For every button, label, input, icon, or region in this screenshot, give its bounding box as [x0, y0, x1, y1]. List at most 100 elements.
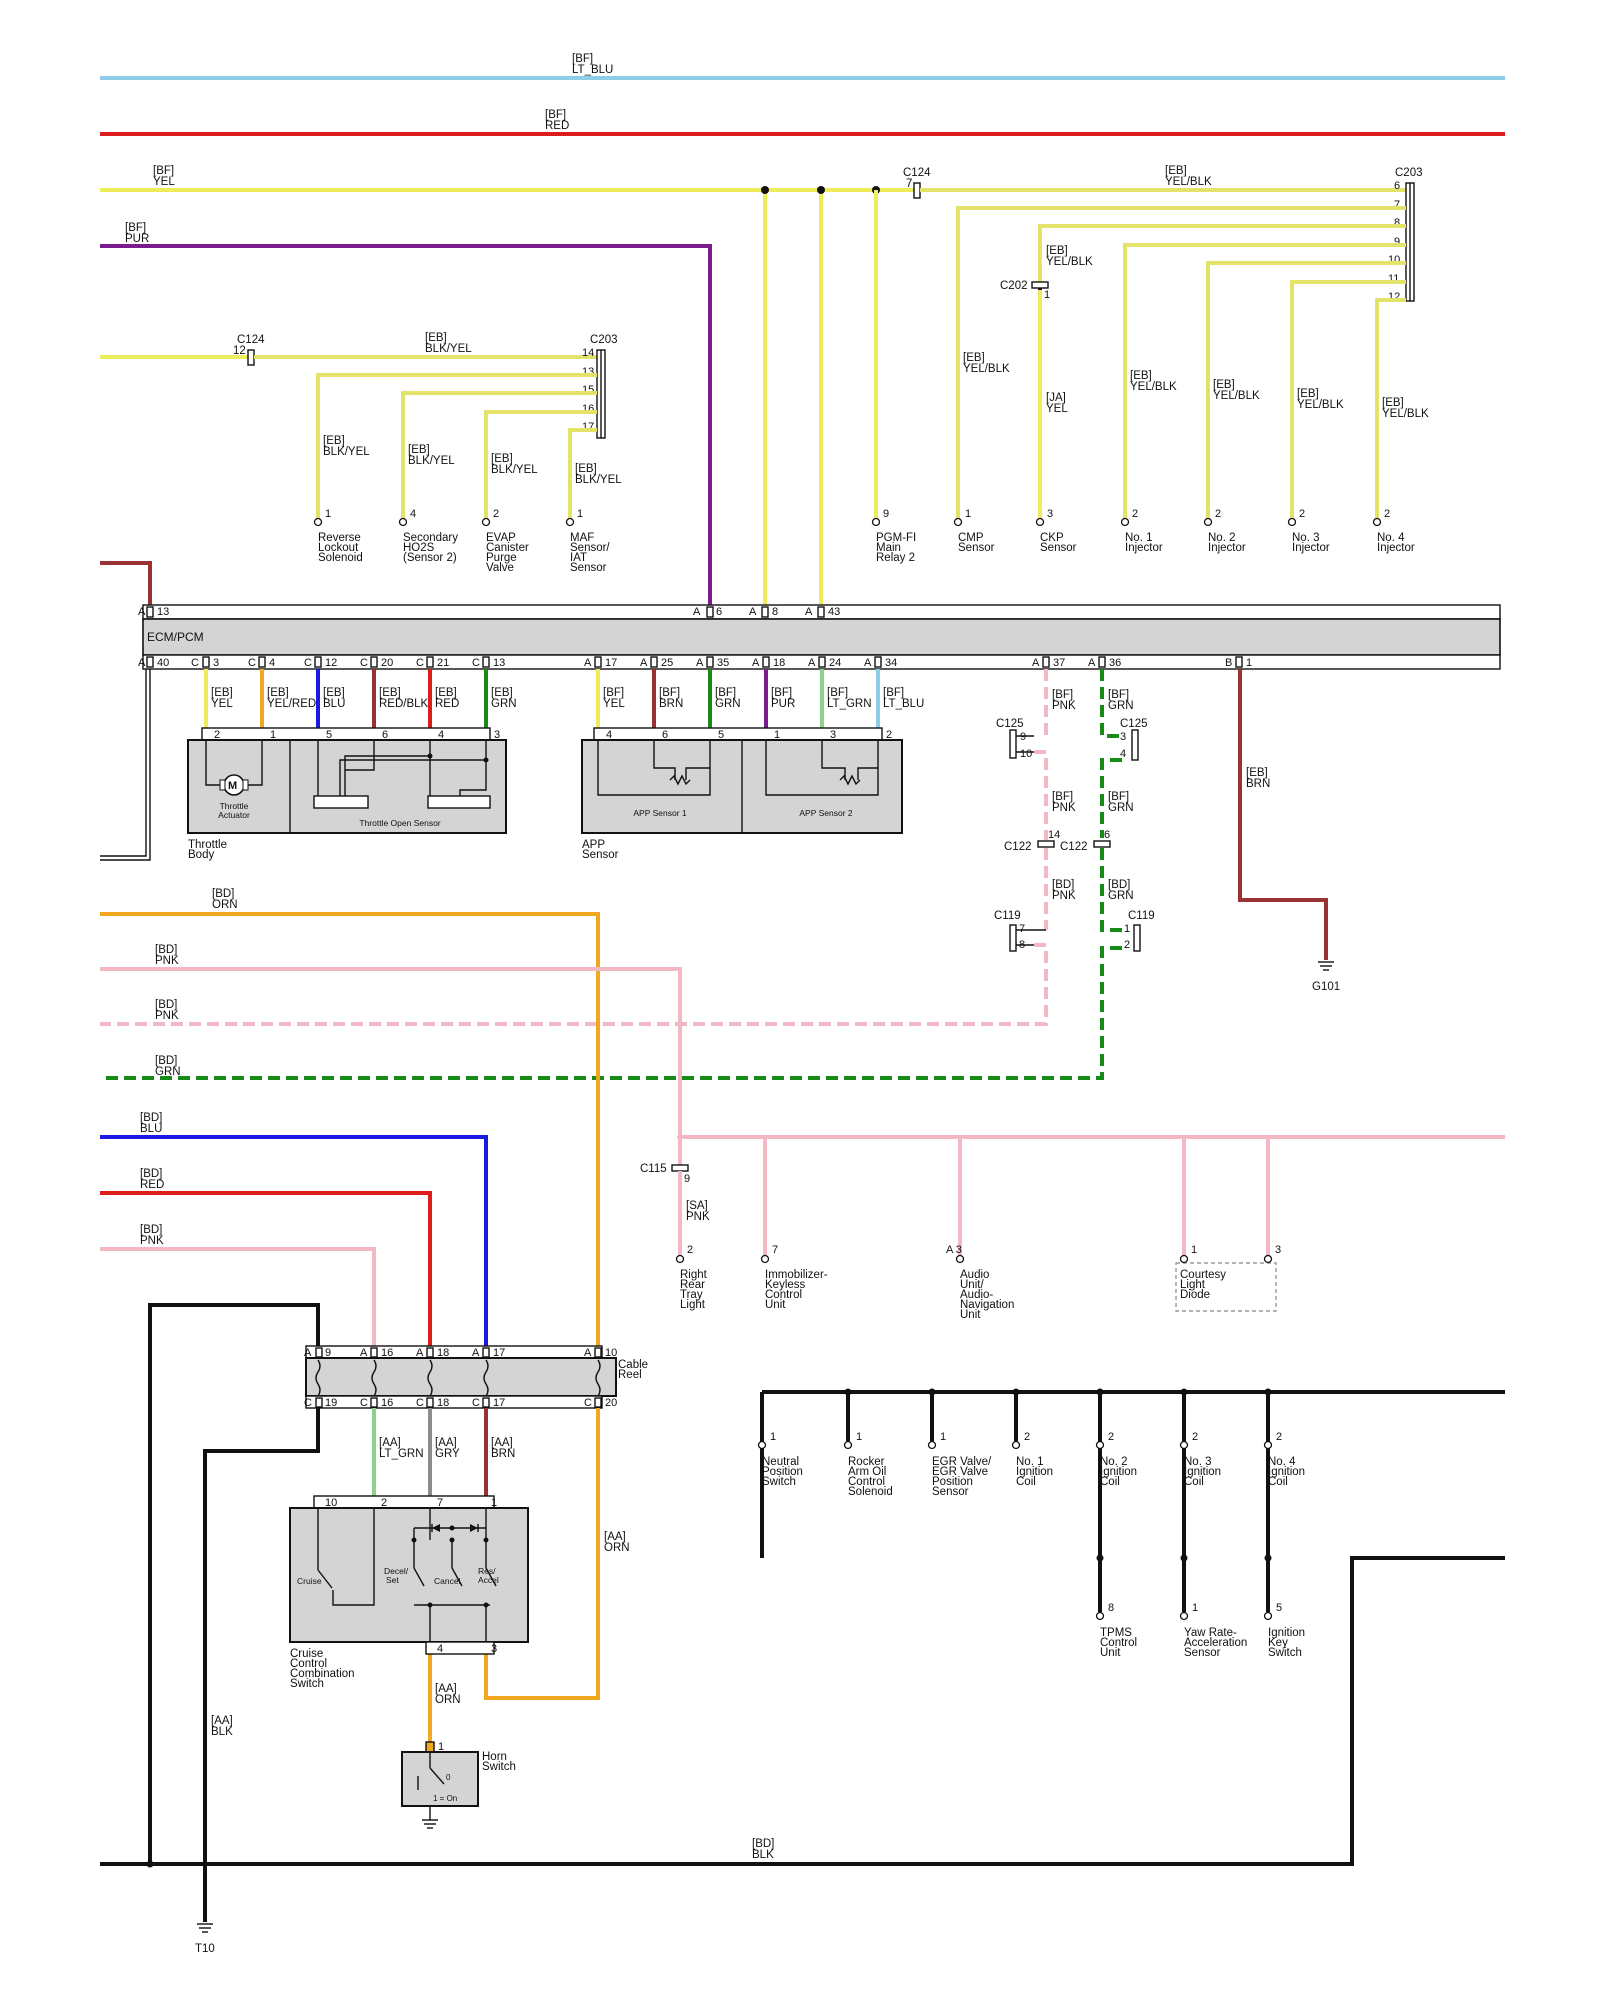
svg-text:1: 1	[774, 729, 780, 741]
svg-text:C: C	[584, 1397, 592, 1409]
diode-icons	[431, 1524, 479, 1532]
svg-text:C: C	[191, 657, 199, 669]
cable-reel-coils	[315, 1359, 601, 1397]
cruise-label: Cruise	[297, 1576, 322, 1586]
svg-text:1: 1	[325, 508, 331, 520]
svg-text:0: 0	[446, 1773, 451, 1782]
svg-text:[EB]GRN: [EB]GRN	[491, 687, 517, 710]
app-sensor: 4 6 5 1 3 2 APP Sensor 1 APP Sensor 2 AP…	[581, 727, 903, 861]
svg-text:[BD]GRN: [BD]GRN	[155, 1055, 181, 1078]
svg-text:34: 34	[885, 657, 897, 669]
svg-text:37: 37	[1053, 657, 1065, 669]
svg-text:2: 2	[1024, 1431, 1030, 1443]
svg-text:[BD]GRN: [BD]GRN	[1108, 879, 1134, 902]
svg-text:C119: C119	[994, 910, 1021, 922]
svg-text:A: A	[472, 1347, 480, 1359]
svg-text:2: 2	[493, 508, 499, 520]
svg-text:2: 2	[1124, 939, 1130, 951]
svg-text:10: 10	[1020, 748, 1032, 760]
svg-text:40: 40	[157, 657, 169, 669]
svg-text:1: 1	[1192, 1602, 1198, 1614]
cable-reel-bottom-pins: C 19 C 16 C 18 C 17 C 20	[304, 1397, 617, 1409]
svg-text:14: 14	[1048, 829, 1060, 841]
svg-text:C119: C119	[1128, 910, 1155, 922]
bf-red-label: [BF]RED	[545, 109, 569, 132]
svg-text:C: C	[248, 657, 256, 669]
bf-pur-label: [BF]PUR	[125, 222, 149, 245]
svg-text:[BD]PNK: [BD]PNK	[155, 999, 179, 1022]
throttle-body-pins: 2 1 5 6 4 3	[214, 729, 500, 741]
svg-text:3: 3	[491, 1643, 497, 1655]
svg-text:[BF]LT_GRN: [BF]LT_GRN	[827, 687, 872, 710]
svg-text:13: 13	[157, 606, 169, 618]
svg-text:[AA]GRY: [AA]GRY	[435, 1437, 460, 1460]
svg-text:24: 24	[829, 657, 841, 669]
ja-yel-label: [JA]YEL	[1046, 392, 1068, 415]
svg-text:[BD]ORN: [BD]ORN	[212, 888, 238, 911]
svg-text:C125: C125	[996, 718, 1024, 730]
eb-yel-blk-inj4-label: [EB]YEL/BLK	[1382, 397, 1429, 420]
eb-blk-yel-1-label: [EB]BLK/YEL	[323, 435, 370, 458]
svg-text:2: 2	[1276, 1431, 1282, 1443]
svg-text:1 = On: 1 = On	[433, 1794, 457, 1803]
ecm-title: ECM/PCM	[147, 630, 204, 644]
svg-text:[BD]BLU: [BD]BLU	[140, 1112, 162, 1135]
svg-text:36: 36	[1109, 657, 1121, 669]
svg-text:17: 17	[605, 657, 617, 669]
svg-text:[EB]RED: [EB]RED	[435, 687, 459, 710]
svg-text:9: 9	[1394, 236, 1400, 248]
svg-text:11: 11	[1388, 273, 1399, 285]
svg-text:1: 1	[1044, 289, 1050, 301]
svg-text:C: C	[304, 1397, 312, 1409]
eb-yel-blk-inj1-label: [EB]YEL/BLK	[1130, 370, 1177, 393]
c203-mid-label: C203	[590, 334, 618, 346]
svg-text:A: A	[304, 1347, 312, 1359]
svg-text:[AA]BRN: [AA]BRN	[491, 1437, 515, 1460]
svg-text:[AA]BLK: [AA]BLK	[211, 1715, 233, 1738]
ecm-top-pins: A 13 A 6 A 8 A 43	[138, 606, 840, 618]
svg-text:2: 2	[1108, 1431, 1114, 1443]
right-column: [BF]PNK [BF]GRN C125 9 10 C125 3 4 [BF]P…	[100, 669, 1340, 1080]
cruise-switch-box	[289, 1507, 529, 1643]
aa-labels: [AA]LT_GRN [AA]GRY [AA]BRN [AA]ORN [AA]O…	[211, 1437, 630, 1738]
svg-text:3: 3	[213, 657, 219, 669]
svg-text:3: 3	[494, 729, 500, 741]
svg-text:1: 1	[770, 1431, 776, 1443]
svg-text:4: 4	[410, 508, 416, 520]
svg-text:6: 6	[1394, 180, 1400, 192]
eb-yel-blk-inj2-label: [EB]YEL/BLK	[1213, 379, 1260, 402]
svg-text:9: 9	[325, 1347, 331, 1359]
svg-text:A: A	[693, 606, 701, 618]
svg-text:1: 1	[1191, 1244, 1197, 1256]
svg-text:13: 13	[493, 657, 505, 669]
svg-text:A 3: A 3	[946, 1244, 962, 1256]
